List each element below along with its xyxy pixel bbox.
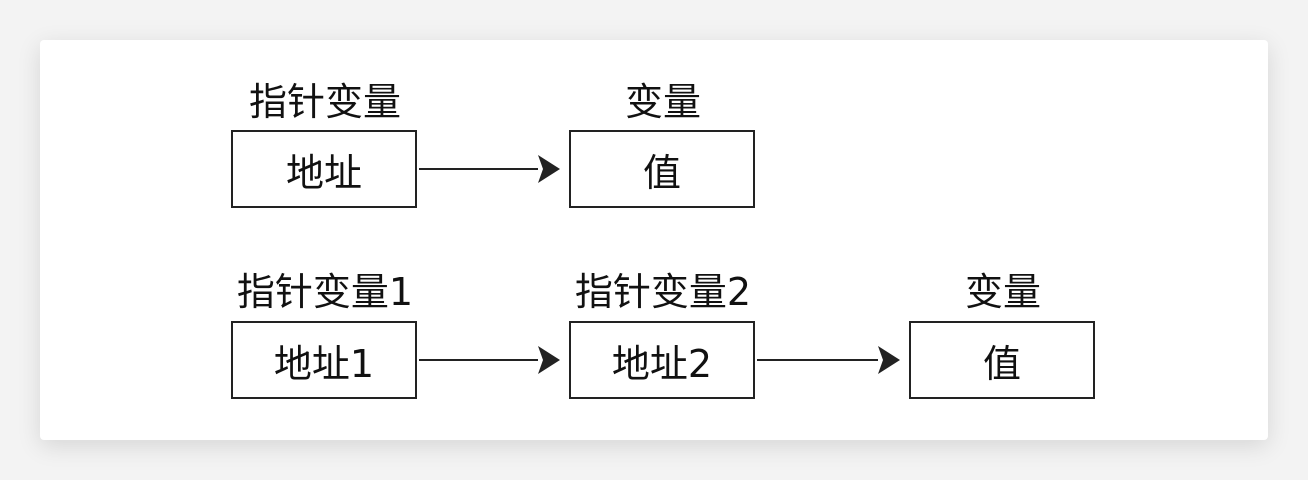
row2-pointer2-label: 指针变量2 bbox=[574, 270, 752, 314]
row2-target-label: 变量 bbox=[964, 270, 1041, 314]
row1-pointer-label: 指针变量 bbox=[248, 80, 401, 124]
row1-target-label: 变量 bbox=[624, 80, 701, 124]
row2-target-box: 值 bbox=[909, 321, 1095, 399]
row2-pointer1-box: 地址1 bbox=[231, 321, 417, 399]
row1-pointer-box: 地址 bbox=[231, 130, 417, 208]
row2-pointer1-label: 指针变量1 bbox=[236, 270, 414, 314]
row2-pointer2-box: 地址2 bbox=[569, 321, 755, 399]
row1-target-box: 值 bbox=[569, 130, 755, 208]
